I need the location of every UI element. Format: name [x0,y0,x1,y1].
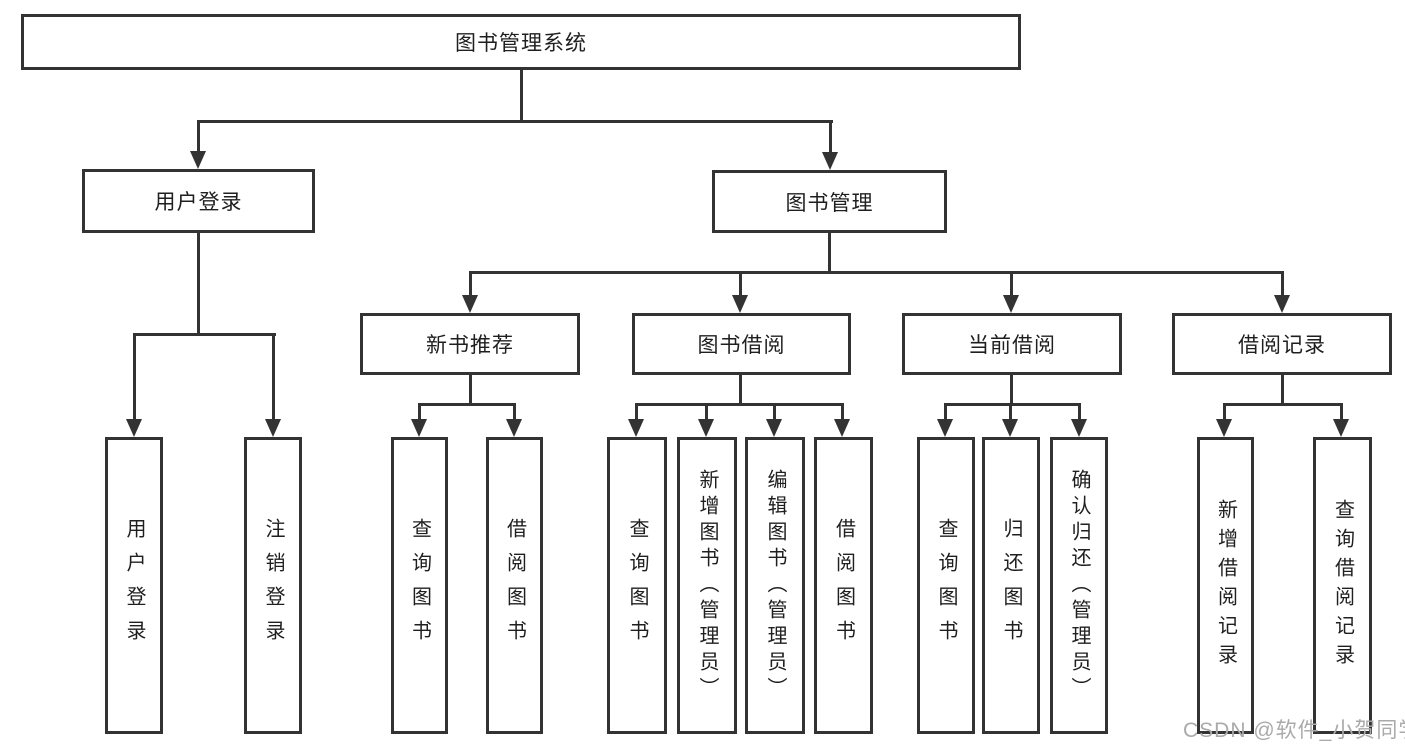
leaf-label: 借阅图书 [832,517,855,654]
leaf-label: 借阅图书 [503,517,526,654]
leaf-label: 用户登录 [123,517,145,654]
leaf-borrow-books: 借阅图书 [486,437,543,734]
connector-line [841,403,844,421]
leaf-label: 归还图书 [1000,517,1022,654]
leaf-query-books: 查询图书 [917,437,975,734]
node-book-management: 图书管理 [712,170,947,233]
connector-line [469,271,472,297]
leaf-label: 查询借阅记录 [1331,498,1354,673]
connector-line [1223,403,1343,406]
connector-line [513,403,516,421]
connector-line [829,120,832,154]
connector-line [1009,403,1012,421]
connector-line [133,333,136,421]
connector-line [773,403,776,421]
leaf-borrow-books: 借阅图书 [814,437,873,734]
leaf-label: 查询图书 [408,517,431,654]
leaf-confirm-return-admin: 确认归还（管理员） [1050,437,1108,734]
leaf-label: 新增图书（管理员） [696,468,718,703]
leaf-label: 查询图书 [626,517,648,654]
leaf-logout: 注销登录 [244,437,302,734]
arrowhead-icon [1071,419,1087,437]
connector-line [705,403,708,421]
leaf-label: 新增借阅记录 [1214,498,1237,673]
arrowhead-icon [265,419,281,437]
arrowhead-icon [698,419,714,437]
leaf-label: 查询图书 [935,517,957,654]
arrowhead-icon [1216,419,1232,437]
arrowhead-icon [1333,419,1349,437]
arrowhead-icon [1002,419,1018,437]
connector-line [828,233,831,274]
leaf-query-books: 查询图书 [391,437,448,734]
connector-line [1281,271,1284,297]
arrowhead-icon [822,152,838,170]
leaf-edit-books-admin: 编辑图书（管理员） [745,437,805,734]
connector-line [944,403,947,421]
connector-line [520,70,523,123]
arrowhead-icon [1274,295,1290,313]
connector-line [635,403,844,406]
connector-line [197,120,833,123]
node-current-borrow: 当前借阅 [902,313,1122,375]
leaf-user-login: 用户登录 [105,437,163,734]
arrowhead-icon [834,419,850,437]
arrowhead-icon [190,151,206,169]
node-book-borrow: 图书借阅 [632,313,851,375]
connector-line [1078,403,1081,421]
node-new-book-recommend: 新书推荐 [360,313,580,375]
leaf-return-books: 归还图书 [982,437,1040,734]
arrowhead-icon [628,419,644,437]
connector-line [1010,375,1013,406]
arrowhead-icon [462,295,478,313]
connector-line [944,403,1081,406]
connector-line [739,271,742,297]
connector-line [272,333,275,421]
connector-line [1223,403,1226,421]
node-user-login: 用户登录 [82,169,315,233]
arrowhead-icon [937,419,953,437]
leaf-query-borrow-record: 查询借阅记录 [1313,437,1372,734]
leaf-label: 编辑图书（管理员） [764,468,786,703]
arrowhead-icon [506,419,522,437]
connector-line [739,375,742,406]
connector-line [1340,403,1343,421]
connector-line [635,403,638,421]
arrowhead-icon [766,419,782,437]
connector-line [1010,271,1013,297]
csdn-watermark: CSDN @软件_小贺同学 [1183,719,1405,742]
arrowhead-icon [411,419,427,437]
leaf-label: 确认归还（管理员） [1068,468,1090,703]
leaf-add-books-admin: 新增图书（管理员） [677,437,737,734]
connector-line [133,333,276,336]
connector-line [469,375,472,406]
leaf-add-borrow-record: 新增借阅记录 [1197,437,1254,734]
connector-line [418,403,516,406]
leaf-label: 注销登录 [262,517,284,654]
connector-line [469,271,1284,274]
connector-line [1281,375,1284,406]
arrowhead-icon [1003,295,1019,313]
node-borrow-record: 借阅记录 [1172,313,1392,375]
connector-line [197,120,200,153]
connector-line [418,403,421,421]
leaf-query-books: 查询图书 [607,437,667,734]
node-root-library-system: 图书管理系统 [21,14,1021,70]
arrowhead-icon [732,295,748,313]
connector-line [197,233,200,336]
arrowhead-icon [126,419,142,437]
